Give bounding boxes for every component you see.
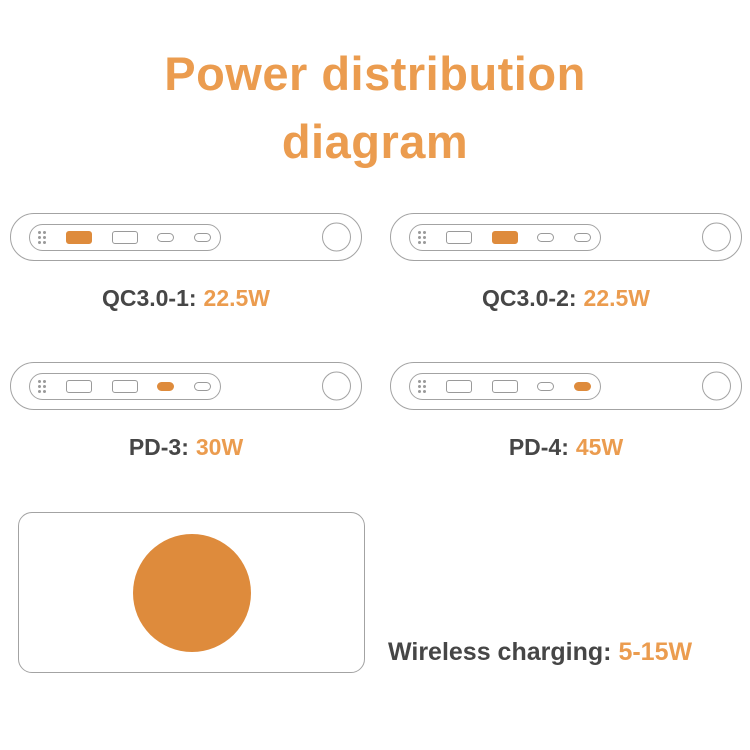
port-label: PD-3:30W xyxy=(10,434,362,461)
usb-c-port-4 xyxy=(574,381,591,391)
page-title-line1: Power distribution xyxy=(164,47,586,100)
port-panel xyxy=(29,372,221,400)
led-indicators-icon xyxy=(38,230,46,244)
port-name: QC3.0-2: xyxy=(481,285,577,311)
usb-a-port-1 xyxy=(445,230,472,244)
led-dot xyxy=(38,240,41,244)
wireless-wattage: 5-15W xyxy=(618,638,693,666)
powerbank-body xyxy=(390,362,742,410)
led-dot xyxy=(43,384,46,388)
usb-c-port-3 xyxy=(537,232,555,242)
usb-c-port-3 xyxy=(537,381,555,391)
led-dot xyxy=(418,379,421,383)
led-dot xyxy=(418,230,421,234)
wireless-name: Wireless charging: xyxy=(388,638,612,666)
powerbank-body xyxy=(390,213,742,261)
port-label: QC3.0-2:22.5W xyxy=(390,285,742,312)
led-dot xyxy=(43,379,46,383)
power-button xyxy=(322,371,351,401)
led-dot xyxy=(43,235,46,239)
usb-c-port-4 xyxy=(574,232,591,242)
led-indicators-icon xyxy=(418,379,426,393)
power-button xyxy=(702,371,731,401)
page-title: Power distribution diagram xyxy=(0,40,750,176)
led-dot xyxy=(423,230,426,234)
led-dot xyxy=(43,230,46,234)
powerbank-body xyxy=(10,362,362,410)
led-dot xyxy=(418,389,421,393)
usb-c-port-4 xyxy=(194,381,211,391)
usb-c-port-3 xyxy=(157,232,175,242)
usb-a-port-2 xyxy=(491,230,518,244)
led-dot xyxy=(423,240,426,244)
power-button xyxy=(702,222,731,252)
led-dot xyxy=(418,235,421,239)
led-dot xyxy=(38,379,41,383)
port-name: PD-3: xyxy=(128,434,189,460)
port-panel xyxy=(409,372,601,400)
usb-a-port-1 xyxy=(65,230,92,244)
port-label: PD-4:45W xyxy=(390,434,742,461)
led-indicators-icon xyxy=(38,379,46,393)
led-dot xyxy=(423,384,426,388)
port-name: PD-4: xyxy=(508,434,569,460)
led-dot xyxy=(418,384,421,388)
usb-c-port-4 xyxy=(194,232,211,242)
usb-a-port-2 xyxy=(111,230,138,244)
led-dot xyxy=(38,384,41,388)
usb-a-port-2 xyxy=(491,379,518,393)
powerbank-illustration-qc1: QC3.0-1:22.5W xyxy=(10,213,362,312)
port-panel xyxy=(409,223,601,251)
port-wattage: 22.5W xyxy=(203,285,271,311)
port-wattage: 22.5W xyxy=(583,285,651,311)
led-dot xyxy=(423,389,426,393)
powerbank-illustration-qc2: QC3.0-2:22.5W xyxy=(390,213,742,312)
led-dot xyxy=(423,379,426,383)
powerbank-illustration-pd4: PD-4:45W xyxy=(390,362,742,461)
usb-a-port-1 xyxy=(445,379,472,393)
port-name: QC3.0-1: xyxy=(101,285,197,311)
wireless-charging-pad-illustration xyxy=(18,512,365,673)
led-dot xyxy=(38,235,41,239)
led-dot xyxy=(43,240,46,244)
led-dot xyxy=(38,230,41,234)
powerbank-body xyxy=(10,213,362,261)
port-wattage: 45W xyxy=(575,434,624,460)
powerbank-illustration-pd3: PD-3:30W xyxy=(10,362,362,461)
port-panel xyxy=(29,223,221,251)
led-dot xyxy=(43,389,46,393)
wireless-coil-icon xyxy=(132,533,251,652)
led-indicators-icon xyxy=(418,230,426,244)
power-button xyxy=(322,222,351,252)
usb-a-port-2 xyxy=(111,379,138,393)
wireless-charging-label: Wireless charging:5-15W xyxy=(388,638,692,667)
port-label: QC3.0-1:22.5W xyxy=(10,285,362,312)
led-dot xyxy=(423,235,426,239)
led-dot xyxy=(418,240,421,244)
port-wattage: 30W xyxy=(195,434,244,460)
usb-a-port-1 xyxy=(65,379,92,393)
usb-c-port-3 xyxy=(157,381,175,391)
page-title-line2: diagram xyxy=(281,115,469,169)
led-dot xyxy=(38,389,41,393)
